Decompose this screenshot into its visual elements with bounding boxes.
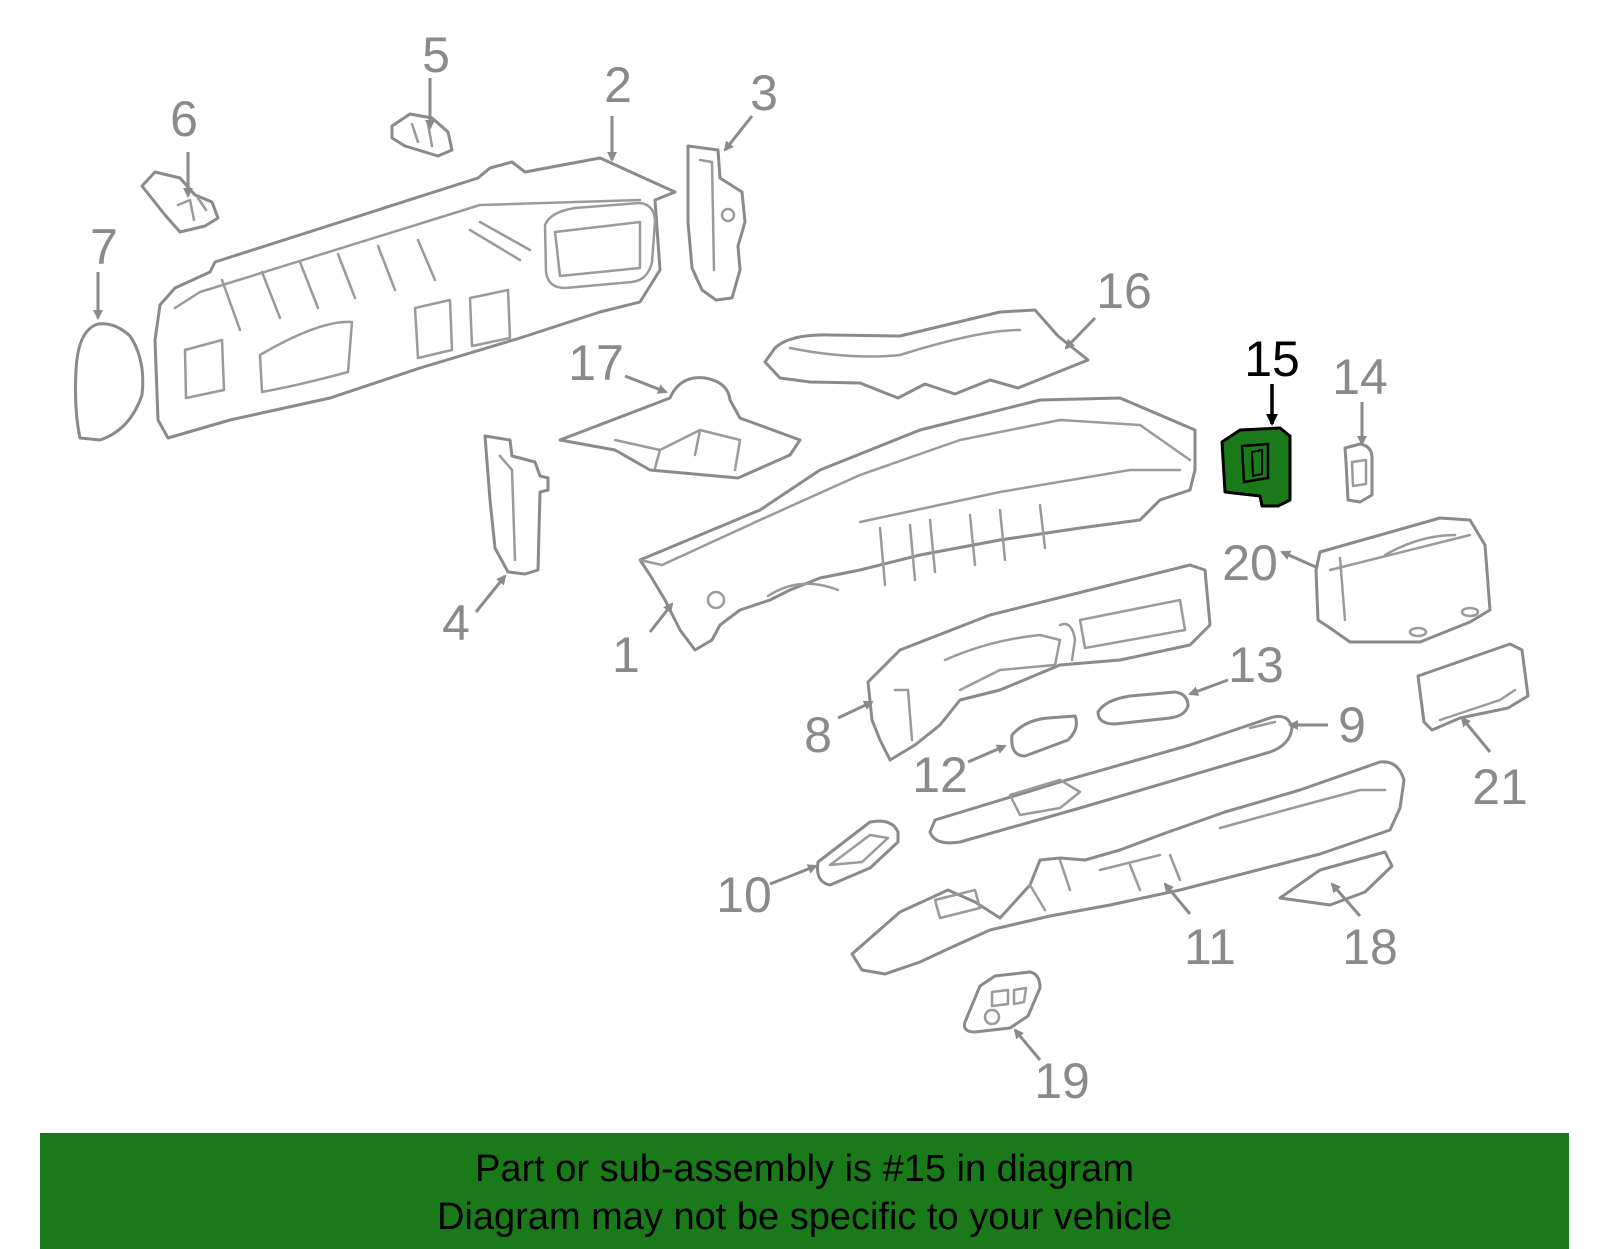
callout-9: 9	[1338, 697, 1366, 753]
part-16-upper-pad	[763, 308, 1090, 400]
callout-8: 8	[804, 707, 832, 763]
leader-lines	[93, 78, 1492, 1061]
callout-6: 6	[170, 91, 198, 147]
part-15-highlighted	[1220, 426, 1292, 508]
part-20-box	[1314, 516, 1492, 644]
part-2-panel-frame	[153, 156, 677, 440]
part-11-lower-trim	[850, 760, 1406, 976]
part-10-vent	[816, 819, 900, 887]
banner-line-2: Diagram may not be specific to your vehi…	[437, 1196, 1172, 1238]
callout-13: 13	[1228, 637, 1284, 693]
part-13-trim	[1096, 690, 1190, 726]
part-18-cover	[1278, 850, 1394, 907]
callout-17: 17	[568, 335, 624, 391]
callout-20: 20	[1222, 535, 1278, 591]
callout-2: 2	[604, 57, 632, 113]
callout-12: 12	[912, 747, 968, 803]
banner-line-1: Part or sub-assembly is #15 in diagram	[475, 1148, 1134, 1190]
part-9-trim-strip	[928, 714, 1294, 845]
callout-labels: 1 2 3 4 5 6 7 8 9 10 11 12 13 14 15 16 1…	[90, 27, 1528, 1109]
callout-5: 5	[422, 27, 450, 83]
part-4-bracket	[483, 434, 550, 576]
part-12-trim	[1010, 714, 1078, 758]
callout-18: 18	[1342, 919, 1398, 975]
part-14-switch	[1343, 442, 1374, 504]
part-8-cluster-bezel	[866, 563, 1212, 762]
part-6-clip	[140, 170, 220, 234]
callout-1: 1	[612, 627, 640, 683]
info-banner: Part or sub-assembly is #15 in diagram D…	[40, 1133, 1569, 1249]
part-17-duct	[558, 376, 802, 480]
callout-11: 11	[1184, 919, 1236, 975]
part-21-panel	[1416, 642, 1530, 732]
part-1-panel-carrier	[638, 396, 1197, 652]
part-5-clip	[390, 112, 454, 158]
callout-4: 4	[442, 595, 470, 651]
callout-16: 16	[1096, 263, 1152, 319]
callout-3: 3	[750, 65, 778, 121]
callout-15: 15	[1244, 331, 1300, 387]
part-19-plate	[963, 970, 1042, 1034]
callout-14: 14	[1332, 349, 1388, 405]
part-7-end-cap	[74, 322, 145, 442]
callout-7: 7	[90, 219, 118, 275]
callout-10: 10	[716, 867, 772, 923]
callout-21: 21	[1472, 759, 1528, 815]
part-3-side-bracket	[686, 144, 747, 302]
callout-19: 19	[1034, 1053, 1090, 1109]
